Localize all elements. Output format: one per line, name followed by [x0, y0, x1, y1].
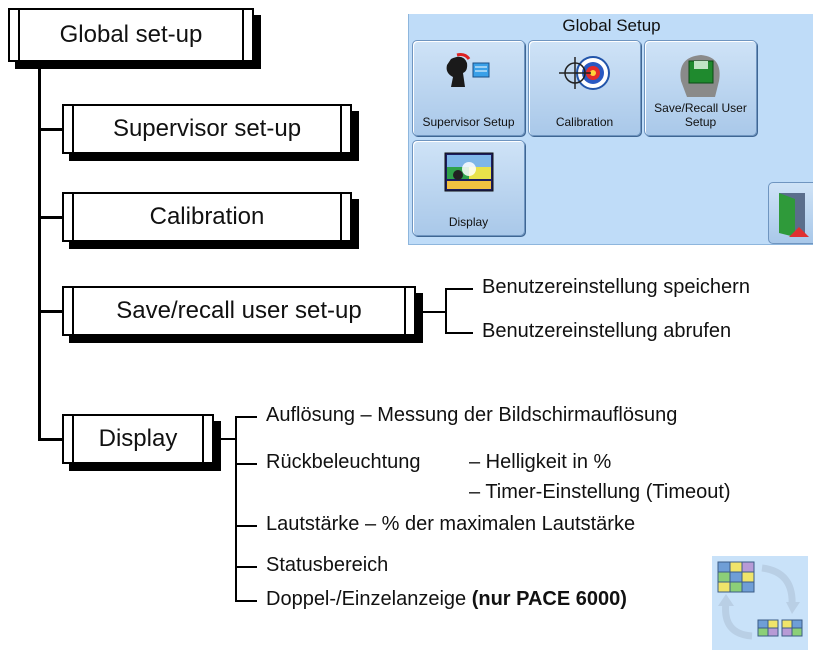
branch-calibration [38, 216, 62, 219]
save-recall-box: Save/recall user set-up [62, 286, 416, 336]
save-recall-connector [423, 311, 445, 313]
save-recall-tick-1 [445, 288, 473, 290]
display-label: Display [98, 425, 178, 452]
calibration-tile[interactable]: Calibration [528, 40, 641, 136]
display-tick-5 [235, 600, 257, 602]
save-recall-label: Save/recall user set-up [116, 297, 362, 324]
display-connector [221, 438, 235, 440]
display-tick-2 [235, 463, 257, 465]
calibration-box: Calibration [62, 192, 352, 242]
global-setup-screen: Global Setup Supervisor Setup Calibratio… [408, 14, 813, 245]
volume-text: Lautstärke – % der maximalen Lautstärke [266, 513, 636, 535]
exit-button[interactable] [768, 182, 813, 244]
brightness-text: – Helligkeit in % [469, 451, 612, 473]
pace-6000-note: (nur PACE 6000) [471, 588, 627, 610]
branch-display [38, 438, 62, 441]
dual-single-label: Doppel-/Einzelanzeige [266, 588, 467, 610]
display-bracket [235, 416, 237, 602]
dual-single-display-text: Doppel-/Einzelanzeige (nur PACE 6000) [266, 588, 627, 611]
display-tick-4 [235, 566, 257, 568]
branch-supervisor [38, 128, 62, 131]
timer-setting-text: – Timer-Einstellung (Timeout) [469, 481, 731, 503]
display-tick-3 [235, 525, 257, 527]
tree-trunk [38, 62, 41, 440]
supervisor-setup-label: Supervisor set-up [112, 115, 302, 142]
supervisor-tile-label: Supervisor Setup [422, 115, 515, 129]
save-recall-bracket [445, 288, 447, 334]
recall-user-setup-text: Benutzereinstellung abrufen [482, 320, 732, 342]
branch-save-recall [38, 310, 62, 313]
global-setup-box: Global set-up [8, 8, 254, 62]
save-recall-icon [679, 55, 720, 97]
supervisor-icon [446, 53, 489, 87]
resolution-text: Auflösung – Messung der Bildschirmauflös… [266, 404, 678, 426]
screen-title: Global Setup [562, 16, 661, 35]
save-recall-tile-label: Save/Recall User Setup [654, 101, 747, 129]
save-user-setup-text: Benutzereinstellung speichern [482, 276, 750, 298]
display-box: Display [62, 414, 214, 464]
display-tick-1 [235, 416, 257, 418]
calibration-target-icon [558, 56, 610, 90]
supervisor-setup-tile[interactable]: Supervisor Setup [412, 40, 525, 136]
display-tile-label: Display [448, 215, 489, 229]
supervisor-setup-box: Supervisor set-up [62, 104, 352, 154]
display-screen-icon [444, 152, 493, 192]
dual-display-icon [712, 556, 808, 650]
display-tile[interactable]: Display [412, 140, 525, 236]
exit-door-icon [779, 193, 809, 237]
save-recall-tile[interactable]: Save/Recall User Setup [644, 40, 757, 136]
backlight-text: Rückbeleuchtung [266, 451, 421, 473]
global-setup-label: Global set-up [59, 21, 203, 48]
calibration-label: Calibration [149, 203, 265, 230]
status-area-text: Statusbereich [266, 554, 389, 576]
calibration-tile-label: Calibration [555, 115, 614, 129]
save-recall-tick-2 [445, 332, 473, 334]
